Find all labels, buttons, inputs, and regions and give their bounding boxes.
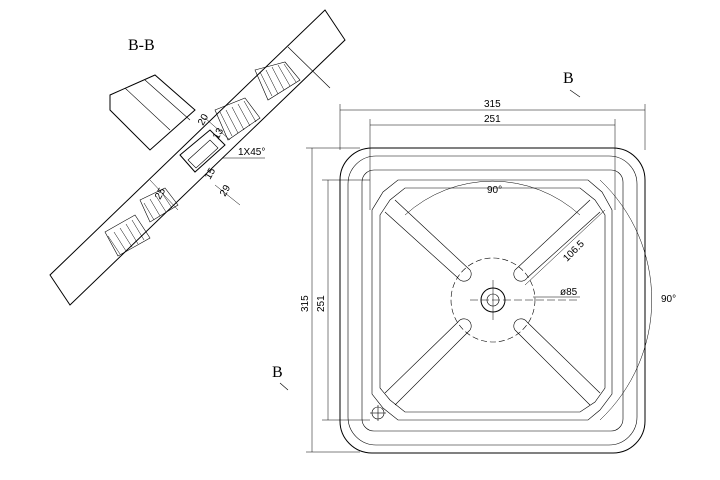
dim-15: 15 — [203, 166, 218, 182]
hatch-lower — [104, 187, 179, 257]
section-recess-inner — [187, 139, 219, 169]
cross-ribs — [371, 179, 613, 421]
angle-top: 90° — [487, 185, 502, 196]
arc-right — [599, 179, 653, 421]
section-arrow-bottom — [279, 382, 289, 391]
dim-line-25 — [149, 179, 179, 211]
dim-315-left: 315 — [300, 295, 311, 312]
section-marker-bottom: B — [272, 364, 283, 381]
dim-slot-length: 106.5 — [561, 238, 587, 264]
section-recess — [179, 129, 226, 173]
plate-rim — [361, 169, 624, 432]
angle-right: 90° — [661, 294, 676, 305]
section-hub-line — [124, 87, 171, 131]
dim-29: 29 — [218, 183, 233, 199]
dim-13: 13 — [211, 126, 226, 142]
dim-315-top: 315 — [484, 99, 501, 110]
plan-view: B B 315 251 315 251 — [272, 70, 676, 454]
section-hub-line2 — [144, 79, 191, 121]
dim-251-top: 251 — [484, 114, 501, 125]
hatch-upper — [214, 61, 301, 141]
dim-251-left: 251 — [316, 295, 327, 312]
dim-20: 20 — [196, 112, 211, 128]
plate-outer — [339, 147, 646, 454]
dim-chamfer: 1X45° — [238, 147, 265, 158]
dim-hub-diameter: ø85 — [560, 287, 578, 298]
diagonal-slots — [384, 199, 601, 406]
section-hub — [109, 74, 196, 151]
section-title: B-B — [128, 37, 155, 54]
plate-outer-inner — [347, 155, 638, 446]
arc-top — [404, 180, 581, 216]
dim-line-29 — [214, 184, 241, 206]
dim-line-slot — [524, 209, 606, 286]
dim-line-20 — [204, 117, 231, 141]
section-marker-top: B — [563, 70, 574, 87]
section-bar-outline — [49, 9, 346, 306]
section-view: 20 13 1X45° 15 29 25 — [49, 9, 346, 306]
section-edge — [287, 46, 331, 89]
section-arrow-top — [569, 89, 581, 98]
hub-circle — [450, 257, 536, 343]
dim-25: 25 — [153, 186, 168, 202]
